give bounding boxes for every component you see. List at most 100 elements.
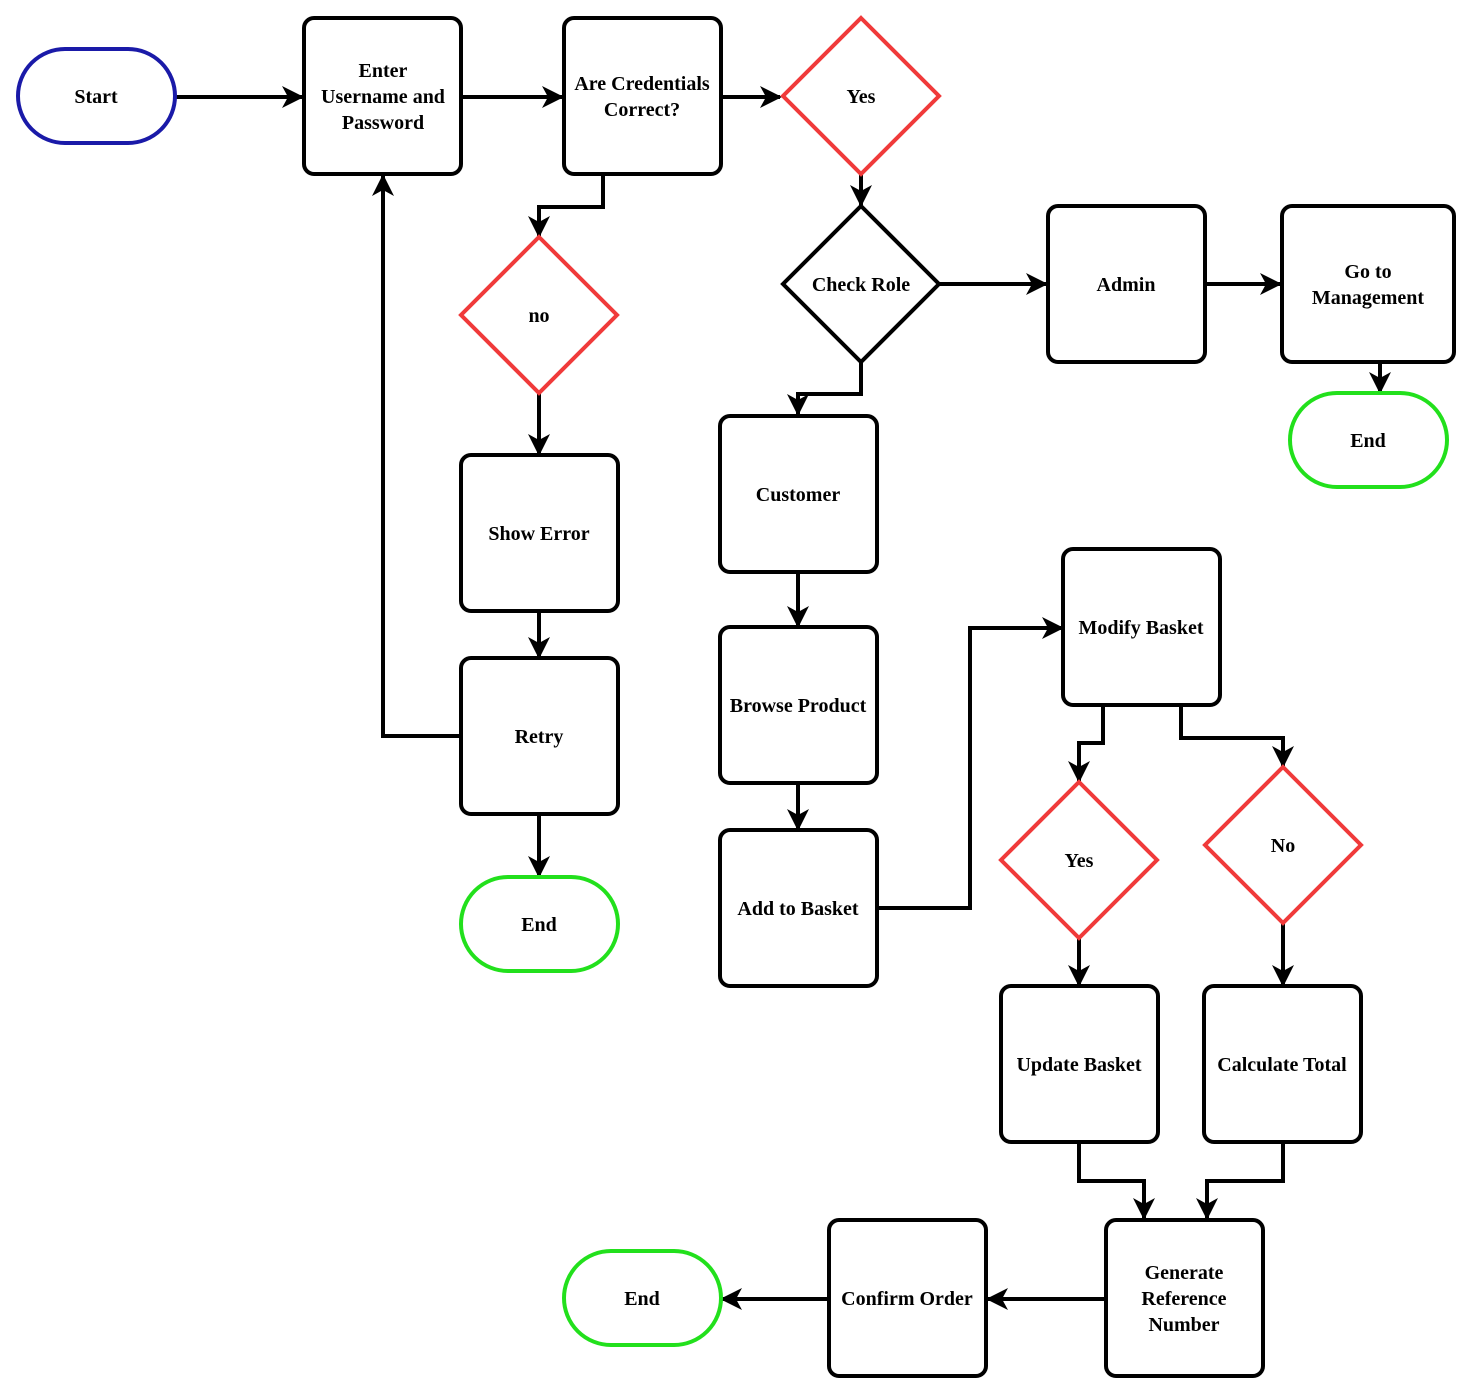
start-terminal: Start (16, 47, 177, 145)
yes-decision-basket-shape (998, 779, 1160, 941)
check-role-shape (780, 203, 942, 365)
label-line: Show Error (488, 523, 589, 545)
end-bottom-shape (562, 1249, 723, 1347)
update-basket-label: Update Basket (1016, 1054, 1141, 1076)
customer-box: Customer (718, 414, 879, 574)
end-terminal-bottom: End (562, 1249, 723, 1347)
yes-decision-basket-label: Yes (1065, 850, 1094, 872)
calculate-total-shape (1202, 984, 1363, 1144)
retry-shape (459, 656, 620, 816)
label-line: Number (1148, 1314, 1219, 1336)
connectors (176, 86, 1391, 1310)
browse-product-shape (718, 625, 879, 785)
confirm-order-label: Confirm Order (841, 1288, 973, 1310)
yes-decision-top: Yes (780, 15, 942, 177)
go-management-box: Go to Management (1280, 204, 1456, 364)
edge-check-to-no (528, 175, 605, 238)
retry-box: Retry (459, 656, 620, 816)
update-basket-box: Update Basket (999, 984, 1160, 1144)
label-line: No (1271, 835, 1295, 857)
label-line: Check Role (812, 274, 910, 296)
edge-retry-to-enter (372, 174, 461, 738)
browse-product-label: Browse Product (730, 695, 867, 717)
confirm-order-shape (827, 1218, 988, 1378)
label-line: Customer (756, 484, 841, 506)
label-line: Correct? (604, 99, 680, 121)
modify-basket-label: Modify Basket (1079, 617, 1204, 639)
calculate-total-box: Calculate Total (1202, 984, 1363, 1144)
label-line: Modify Basket (1079, 617, 1204, 639)
edge-modify-to-yes (1068, 707, 1105, 783)
edge-add-to-modify (878, 617, 1064, 910)
modify-basket-box: Modify Basket (1061, 547, 1222, 707)
label-line: Generate (1145, 1262, 1224, 1284)
end-right-label: End (1350, 430, 1386, 452)
admin-label: Admin (1097, 274, 1156, 296)
label-line: Password (342, 112, 424, 134)
label-line: Retry (515, 726, 564, 748)
yes-decision-top-label: Yes (847, 86, 876, 108)
end-right-shape (1288, 391, 1449, 489)
browse-product-box: Browse Product (718, 625, 879, 785)
retry-label: Retry (515, 726, 564, 748)
generate-reference-shape (1104, 1218, 1265, 1378)
end-terminal-left: End (459, 875, 620, 973)
go-management-shape (1280, 204, 1456, 364)
label-line: no (528, 305, 549, 327)
label-line: Are Credentials (574, 73, 710, 95)
no-decision-basket-label: No (1271, 835, 1295, 857)
add-basket-shape (718, 828, 879, 988)
start-label: Start (74, 86, 118, 108)
edge-check-role-to-customer (787, 361, 863, 416)
label-line: Go to (1344, 261, 1391, 283)
yes-decision-basket: Yes (998, 779, 1160, 941)
show-error-box: Show Error (459, 453, 620, 613)
label-line: Browse Product (730, 695, 867, 717)
go-management-label: Go to Management (1312, 261, 1425, 309)
end-terminal-right: End (1288, 391, 1449, 489)
credentials-check-shape (562, 16, 723, 176)
end-left-label: End (521, 914, 557, 936)
admin-shape (1046, 204, 1207, 364)
modify-basket-shape (1061, 547, 1222, 707)
label-line: Yes (847, 86, 876, 108)
add-basket-label: Add to Basket (737, 898, 858, 920)
show-error-label: Show Error (488, 523, 589, 545)
label-line: End (521, 914, 557, 936)
label-line: End (624, 1288, 660, 1310)
check-role-decision: Check Role (780, 203, 942, 365)
edge-calculate-to-generate (1196, 1142, 1285, 1220)
label-line: End (1350, 430, 1386, 452)
check-role-label: Check Role (812, 274, 910, 296)
confirm-order-box: Confirm Order (827, 1218, 988, 1378)
enter-credentials-shape (302, 16, 463, 176)
show-error-shape (459, 453, 620, 613)
no-decision-left-shape (458, 234, 620, 396)
calculate-total-label: Calculate Total (1217, 1054, 1347, 1076)
no-decision-left-label: no (528, 305, 549, 327)
yes-decision-top-shape (780, 15, 942, 177)
label-line: Yes (1065, 850, 1094, 872)
customer-label: Customer (756, 484, 841, 506)
label-line: Calculate Total (1217, 1054, 1347, 1076)
admin-box: Admin (1046, 204, 1207, 364)
label-line: Confirm Order (841, 1288, 973, 1310)
label-line: Management (1312, 287, 1425, 309)
edge-update-to-generate (1077, 1142, 1155, 1220)
update-basket-shape (999, 984, 1160, 1144)
label-line: Update Basket (1016, 1054, 1141, 1076)
no-decision-basket-shape (1202, 764, 1364, 926)
no-decision-left: no (458, 234, 620, 396)
no-decision-basket: No (1202, 764, 1364, 926)
start-shape (16, 47, 177, 145)
label-line: Admin (1097, 274, 1156, 296)
end-bottom-label: End (624, 1288, 660, 1310)
add-basket-box: Add to Basket (718, 828, 879, 988)
label-line: Add to Basket (737, 898, 858, 920)
label-line: Reference (1141, 1288, 1226, 1310)
